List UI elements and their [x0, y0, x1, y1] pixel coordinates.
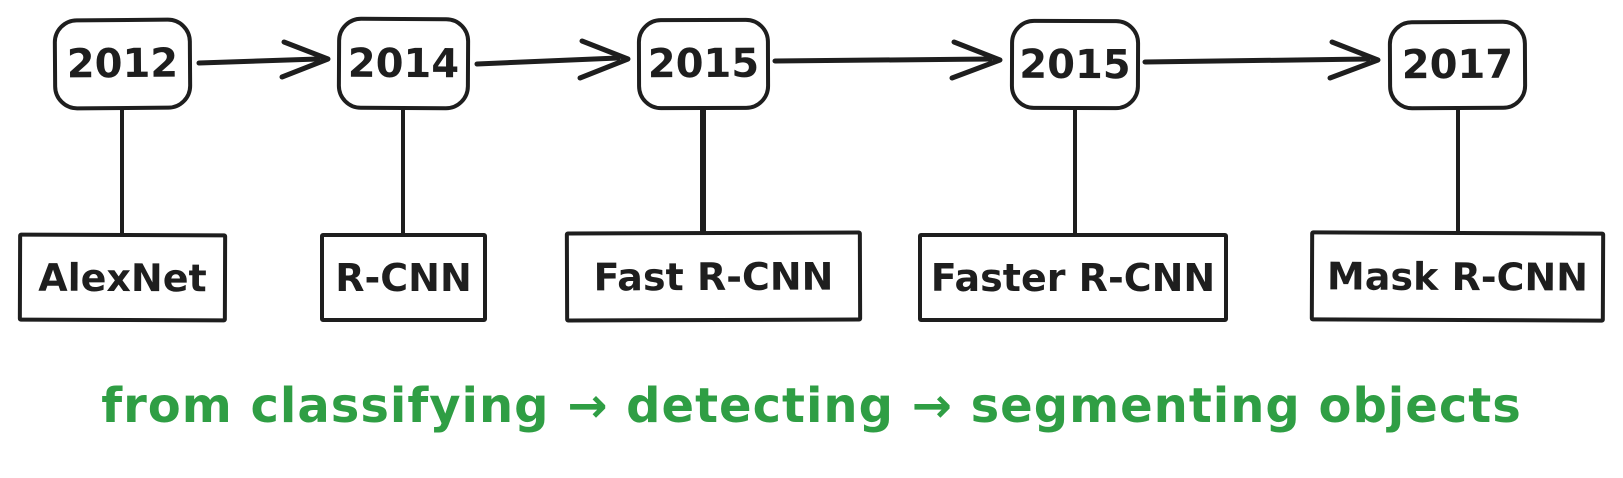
model-box: Faster R-CNN — [918, 233, 1228, 322]
year-box: 2012 — [52, 17, 193, 111]
model-label: Mask R-CNN — [1326, 253, 1589, 300]
connector-line — [700, 108, 706, 235]
connector-line — [1456, 108, 1460, 235]
year-box: 2015 — [636, 17, 771, 111]
arrow-right-icon — [196, 39, 331, 80]
model-box: Fast R-CNN — [564, 230, 863, 323]
connector-line — [1073, 108, 1077, 235]
model-label: Faster R-CNN — [930, 255, 1216, 300]
model-label: AlexNet — [38, 255, 207, 300]
year-label: 2015 — [647, 40, 760, 88]
model-box: R-CNN — [320, 233, 487, 322]
arrow-right-icon — [474, 38, 631, 81]
model-label: Fast R-CNN — [593, 254, 834, 299]
model-label: R-CNN — [335, 255, 472, 300]
year-box: 2017 — [1387, 19, 1528, 111]
year-label: 2015 — [1019, 41, 1131, 88]
year-label: 2014 — [347, 40, 460, 87]
model-box: AlexNet — [17, 232, 228, 323]
year-box: 2015 — [1009, 18, 1141, 111]
arrow-right-icon — [1142, 39, 1381, 81]
year-label: 2012 — [66, 40, 179, 88]
year-box: 2014 — [336, 16, 471, 111]
arrow-right-icon — [772, 39, 1003, 81]
caption-text: from classifying → detecting → segmentin… — [101, 378, 1522, 434]
year-label: 2017 — [1401, 41, 1514, 89]
model-box: Mask R-CNN — [1309, 230, 1606, 323]
connector-line — [120, 108, 124, 235]
connector-line — [401, 108, 405, 235]
